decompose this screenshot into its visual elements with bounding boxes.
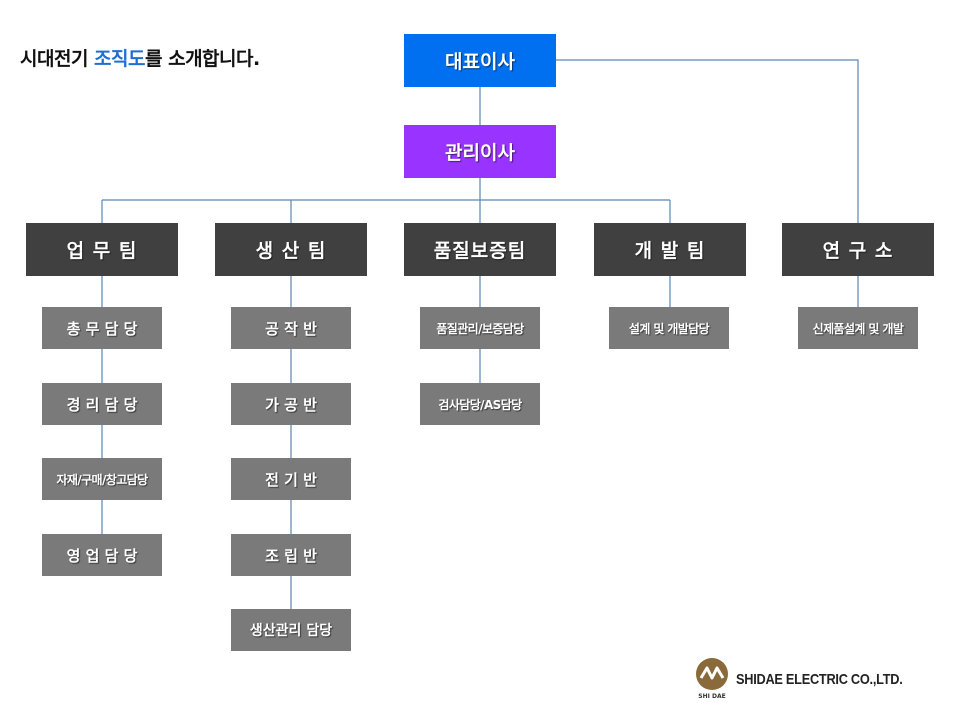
unit-box-production-mgmt: 생산관리 담당 [231, 609, 351, 651]
unit-box-inspection: 검사담당/AS담당 [420, 383, 540, 425]
unit-box-general-affairs: 총 무 담 당 [42, 307, 162, 349]
team-box-quality: 품질보증팀 [404, 223, 556, 276]
unit-box-design-dev: 설계 및 개발담당 [609, 307, 729, 349]
team-box-development: 개 발 팀 [594, 223, 746, 276]
unit-box-processing: 가 공 반 [231, 383, 351, 425]
director-box: 관리이사 [404, 125, 556, 178]
unit-box-machining: 공 작 반 [231, 307, 351, 349]
page-title: 시대전기 조직도를 소개합니다. [20, 44, 260, 71]
shidae-logo-icon: SHI DAE [696, 658, 729, 700]
ceo-box: 대표이사 [404, 34, 556, 87]
title-suffix: 를 소개합니다. [145, 48, 260, 70]
unit-box-materials: 자재/구매/창고담당 [42, 458, 162, 500]
title-prefix: 시대전기 [20, 48, 95, 70]
team-box-production: 생 산 팀 [215, 223, 367, 276]
unit-box-electrical: 전 기 반 [231, 458, 351, 500]
logo-seal-text: SHI DAE [698, 693, 725, 700]
unit-box-assembly: 조 립 반 [231, 534, 351, 576]
team-box-research: 연 구 소 [782, 223, 934, 276]
unit-box-accounting: 경 리 담 당 [42, 383, 162, 425]
company-name: SHIDAE ELECTRIC CO.,LTD. [736, 670, 903, 688]
unit-box-quality-mgmt: 품질관리/보증담당 [420, 307, 540, 349]
title-highlight: 조직도 [94, 48, 145, 70]
unit-box-new-product: 신제품설계 및 개발 [798, 307, 918, 349]
company-logo: SHI DAE SHIDAE ELECTRIC CO.,LTD. [694, 656, 932, 702]
team-box-operations: 업 무 팀 [26, 223, 178, 276]
unit-box-sales: 영 업 담 당 [42, 534, 162, 576]
